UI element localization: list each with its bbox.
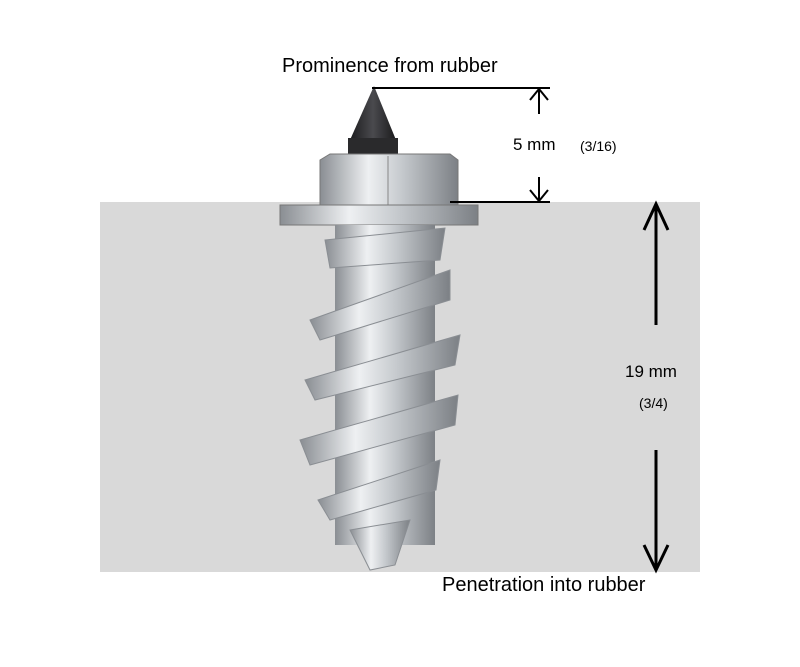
- prominence-title: Prominence from rubber: [282, 55, 498, 77]
- dimension-lines: [372, 87, 670, 574]
- penetration-label: Penetration into rubber: [442, 574, 646, 596]
- penetration-value: 19 mm: [625, 362, 677, 381]
- prominence-fraction: (3/16): [580, 138, 617, 154]
- penetration-fraction: (3/4): [639, 395, 668, 411]
- prominence-value: 5 mm: [513, 135, 556, 154]
- ice-stud: [279, 86, 479, 571]
